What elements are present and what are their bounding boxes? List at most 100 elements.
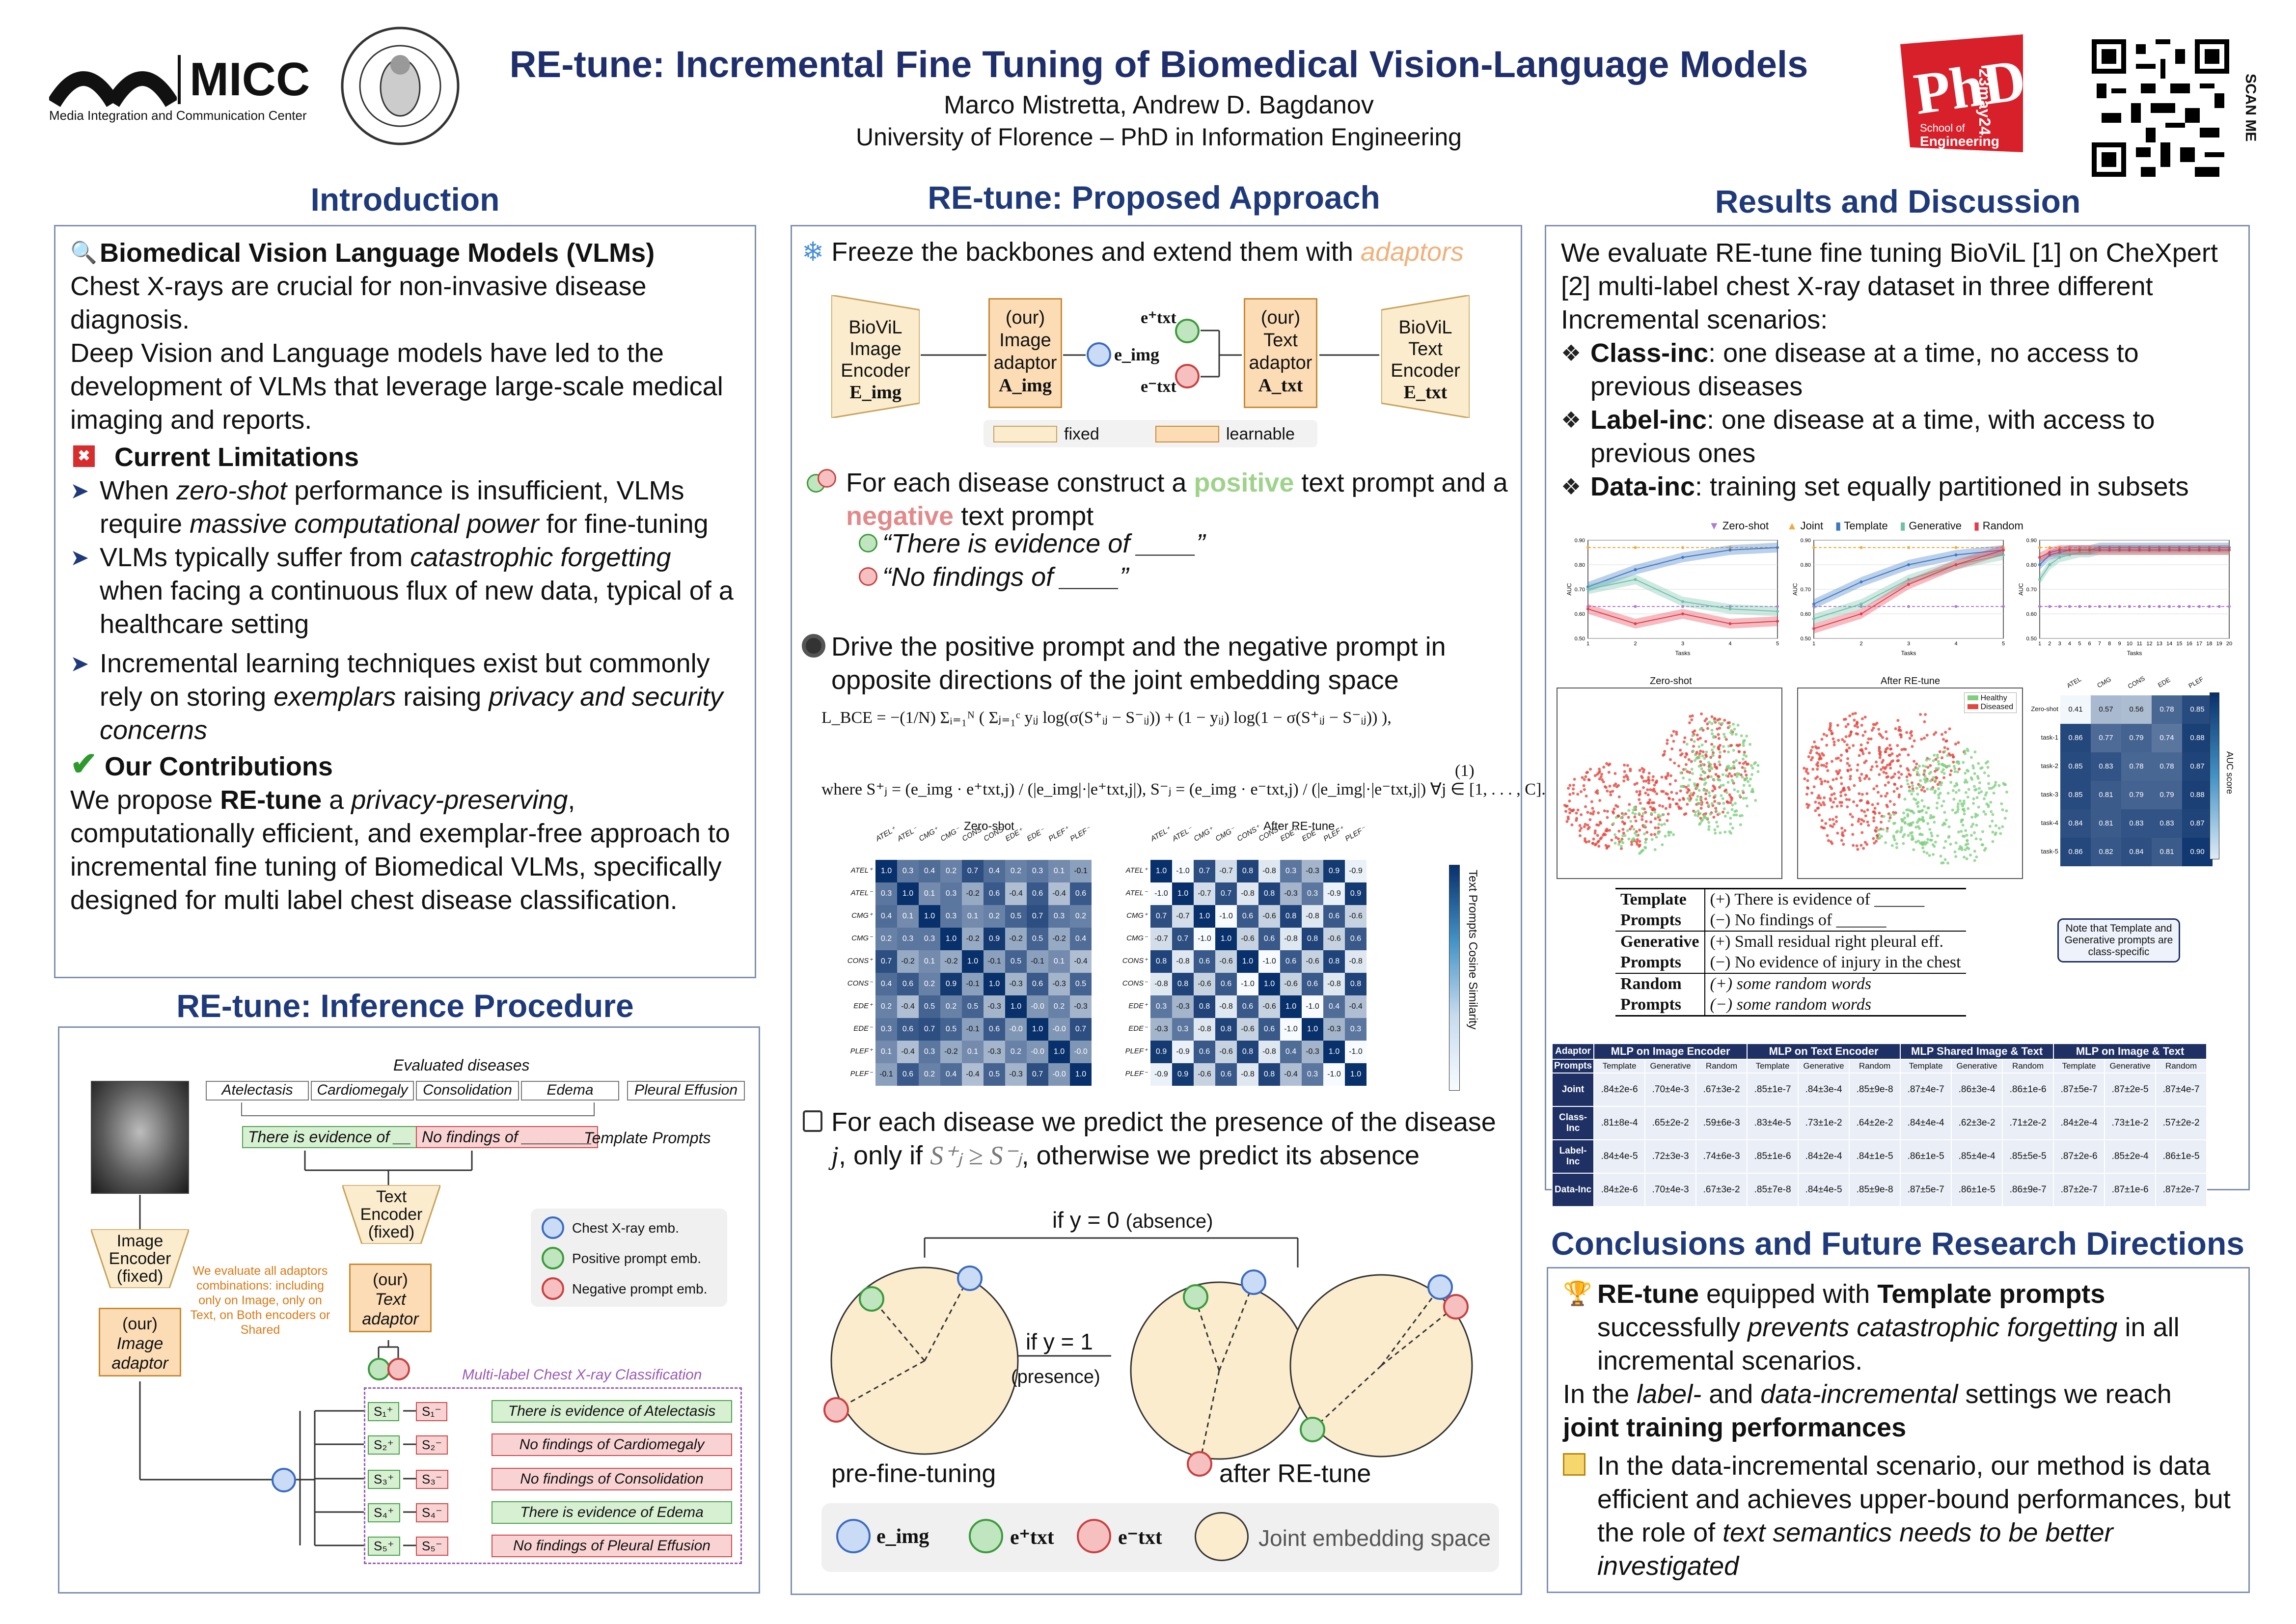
tsne-point bbox=[1859, 844, 1863, 847]
qr-code[interactable] bbox=[2092, 39, 2229, 177]
tsne-point bbox=[1684, 763, 1688, 766]
tsne-point bbox=[1699, 801, 1702, 805]
tsne-point bbox=[1653, 810, 1657, 814]
tsne-point bbox=[1631, 838, 1634, 842]
tsne-point bbox=[1721, 721, 1724, 725]
chart-band-random bbox=[2040, 545, 2229, 562]
disease-edema: Edema bbox=[521, 1081, 619, 1101]
tsne-point bbox=[1814, 777, 1817, 780]
tsne-point bbox=[1966, 846, 1969, 850]
rt-row-label: Label-Inc bbox=[1551, 1139, 1595, 1174]
chart-x-tick: 3 bbox=[2058, 641, 2061, 647]
tsne-point bbox=[1647, 775, 1650, 779]
tsne-point bbox=[1645, 830, 1649, 834]
chart-x-tick: 19 bbox=[2216, 641, 2222, 647]
rt-group-header: MLP on Text Encoder bbox=[1747, 1043, 1901, 1060]
tsne-point bbox=[1721, 797, 1724, 800]
hm-after-cell: -1.0 bbox=[1280, 1018, 1302, 1041]
tsne-point bbox=[1597, 845, 1601, 848]
conclusion-1: 🏆 RE-tune equipped with Template prompts… bbox=[1563, 1277, 2234, 1377]
tsne-point bbox=[1888, 743, 1891, 747]
auc-cell: 0.86 bbox=[2060, 838, 2091, 866]
hm-after-cell: -1.0 bbox=[1172, 860, 1194, 882]
tsne-point bbox=[1942, 776, 1946, 779]
tsne-point bbox=[1839, 791, 1843, 794]
hm-after-cell: 0.8 bbox=[1323, 950, 1345, 973]
s-minus-1: S₁⁻ bbox=[416, 1402, 447, 1421]
chart-band-generative bbox=[1588, 575, 1777, 616]
tsne-point bbox=[1627, 816, 1630, 819]
tsne-point bbox=[1934, 758, 1938, 761]
tsne-point bbox=[1880, 834, 1884, 838]
hm-after-cell: -1.0 bbox=[1323, 1063, 1345, 1086]
auc-cell: 0.57 bbox=[2091, 695, 2121, 724]
tsne-point bbox=[1885, 803, 1888, 807]
chart-x-tick: 8 bbox=[2108, 641, 2111, 647]
hm-zero-shot-cell: 0.2 bbox=[984, 905, 1005, 928]
hm-zero-shot-cell: 0.1 bbox=[962, 1041, 984, 1063]
tsne-point bbox=[1667, 833, 1671, 837]
tsne-point bbox=[1819, 777, 1822, 781]
template-prompts-label: Template Prompts bbox=[584, 1129, 711, 1147]
hm-after-cell: -0.6 bbox=[1237, 1018, 1258, 1041]
tsne-point bbox=[1846, 805, 1849, 809]
tsne-point bbox=[1717, 747, 1721, 751]
tsne-point bbox=[1604, 786, 1608, 789]
hm-after-cell: 1.0 bbox=[1302, 1018, 1323, 1041]
hm-zero-shot-cell: 1.0 bbox=[1027, 1018, 1048, 1041]
tsne-point bbox=[1821, 752, 1824, 755]
tsne-point bbox=[1838, 769, 1841, 772]
tsne-point bbox=[1829, 799, 1832, 802]
tsne-point bbox=[1713, 763, 1717, 766]
tsne-point bbox=[1745, 754, 1748, 758]
tsne-point bbox=[1710, 728, 1714, 732]
chart-point-random bbox=[2168, 549, 2171, 551]
rt-cell: .65±2e-2 bbox=[1644, 1106, 1697, 1140]
tsne-point bbox=[1964, 848, 1967, 852]
tsne-point bbox=[1707, 791, 1711, 795]
tsne-point bbox=[1623, 822, 1626, 826]
tsne-point bbox=[1701, 754, 1704, 758]
tsne-point bbox=[1963, 749, 1967, 753]
hm-after-cell: 0.7 bbox=[1172, 928, 1194, 950]
tsne-point bbox=[1650, 833, 1653, 836]
hm-zero-shot-col-label: ATEL⁻ bbox=[896, 825, 919, 843]
rt-row: Data-Inc.84±2e-6.70±4e-3.67±3e-2.85±7e-8… bbox=[1551, 1173, 2208, 1207]
chart-x-tick: 1 bbox=[1586, 641, 1589, 647]
tsne-point bbox=[1671, 798, 1675, 801]
hm-after-cell: 0.9 bbox=[1150, 1041, 1172, 1063]
tsne-point bbox=[1844, 735, 1848, 739]
tsne-point bbox=[1844, 793, 1847, 797]
tsne-point bbox=[1584, 775, 1587, 778]
tsne-point bbox=[1897, 759, 1900, 762]
tsne-point bbox=[1951, 753, 1954, 757]
tsne-point bbox=[1653, 783, 1656, 787]
hm-after-cell: 1.0 bbox=[1172, 882, 1194, 905]
tsne-point bbox=[1897, 729, 1901, 732]
tsne-point bbox=[1638, 792, 1641, 796]
tsne-point bbox=[1844, 725, 1848, 728]
hm-after-cell: 0.9 bbox=[1172, 1063, 1194, 1086]
tsne-point bbox=[1987, 803, 1990, 807]
tsne-point bbox=[1749, 764, 1753, 767]
tsne-point bbox=[1692, 749, 1695, 753]
tsne-point bbox=[1664, 792, 1667, 795]
tsne-point bbox=[1966, 839, 1969, 843]
tsne-point bbox=[1621, 834, 1625, 837]
tsne-point bbox=[1908, 789, 1911, 793]
tsne-point bbox=[1880, 795, 1883, 798]
hm-after-col-label: PLEF⁻ bbox=[1343, 825, 1367, 843]
tsne-point bbox=[1745, 734, 1749, 738]
tsne-point bbox=[1704, 792, 1708, 796]
chart-point-random bbox=[2118, 549, 2121, 551]
chart-x-tick: 15 bbox=[2176, 641, 2182, 647]
s-plus-4: S₄⁺ bbox=[368, 1503, 400, 1522]
tsne-point bbox=[1747, 780, 1750, 783]
tsne-point bbox=[1586, 824, 1589, 827]
tsne-point bbox=[1929, 764, 1932, 767]
tsne-point bbox=[1731, 803, 1734, 807]
hm-after-row-label: EDE⁻ bbox=[1128, 1024, 1148, 1033]
tsne-point bbox=[1937, 763, 1941, 766]
tsne-point bbox=[1930, 838, 1933, 842]
tsne-point bbox=[1921, 842, 1924, 845]
